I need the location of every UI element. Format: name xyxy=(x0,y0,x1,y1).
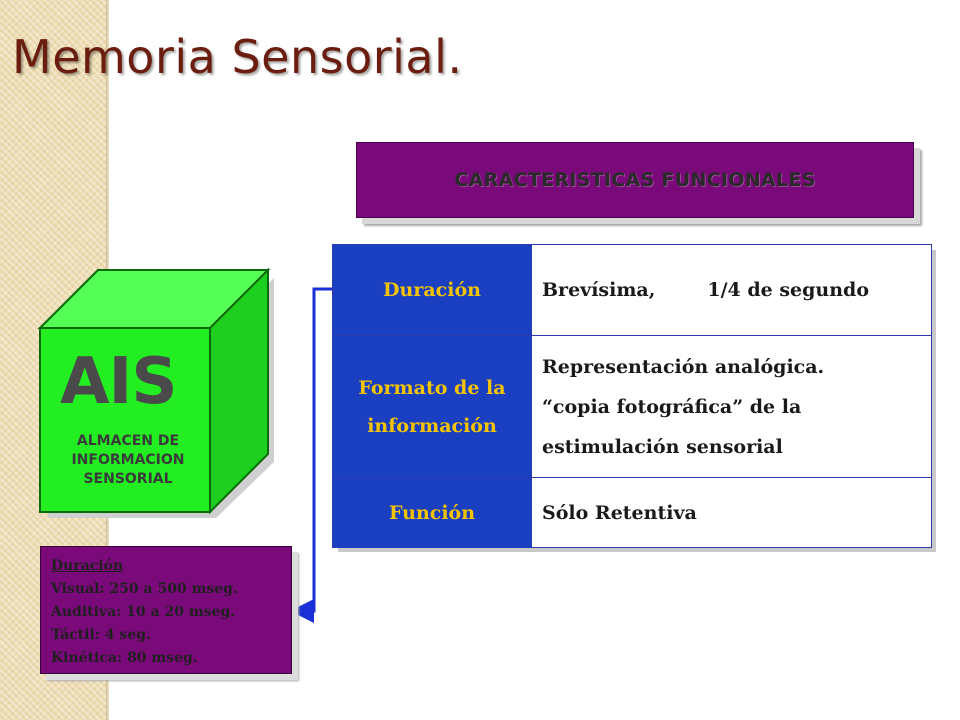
formato-label-line2: información xyxy=(367,415,497,437)
duration-tactil: Táctil: 4 seg. xyxy=(51,627,151,643)
duracion-value-part2: 1/4 de segundo xyxy=(707,279,870,301)
duration-kinetica: Kinética: 80 mseg. xyxy=(51,650,198,666)
characteristics-header: CARACTERISTICAS FUNCIONALES xyxy=(356,142,914,218)
ais-subtitle-line2: INFORMACION xyxy=(71,452,185,468)
row-label-duracion: Duración xyxy=(333,245,532,335)
formato-value-line3: estimulación sensorial xyxy=(542,436,783,458)
ais-acronym: AIS xyxy=(60,345,177,419)
row-label-formato: Formato de la información xyxy=(333,336,532,478)
ais-subtitle: ALMACEN DE INFORMACION SENSORIAL xyxy=(40,432,216,489)
cube-shape xyxy=(37,267,274,518)
characteristics-header-label: CARACTERISTICAS FUNCIONALES xyxy=(454,169,816,191)
duration-auditiva: Auditiva: 10 a 20 mseg. xyxy=(51,604,236,620)
cube-front-face: AIS ALMACEN DE INFORMACION SENSORIAL xyxy=(40,328,208,516)
row-value-formato: Representación analógica. “copia fotográ… xyxy=(532,336,931,478)
row-value-funcion: Sólo Retentiva xyxy=(542,502,697,524)
table-row: Duración Brevísima, 1/4 de segundo xyxy=(333,245,931,335)
formato-value-line2: “copia fotográfica” de la xyxy=(542,396,802,418)
table-row: Formato de la información Representación… xyxy=(333,335,931,478)
duracion-value-part1: Brevísima, xyxy=(542,279,656,301)
ais-subtitle-line1: ALMACEN DE xyxy=(76,433,180,449)
formato-value-line1: Representación analógica. xyxy=(542,356,825,378)
formato-label-line1: Formato de la xyxy=(358,377,506,399)
ais-subtitle-line3: SENSORIAL xyxy=(83,471,173,487)
slide-title: Memoria Sensorial. xyxy=(12,30,463,84)
characteristics-table: Duración Brevísima, 1/4 de segundo Forma… xyxy=(332,244,932,548)
row-value-duracion: Brevísima, 1/4 de segundo xyxy=(532,245,931,335)
ais-cube: AIS ALMACEN DE INFORMACION SENSORIAL xyxy=(36,266,276,518)
row-label-funcion: Función xyxy=(333,478,532,548)
duration-box-title: Duración xyxy=(51,558,124,574)
duration-visual: Visual: 250 a 500 mseg. xyxy=(51,581,238,597)
connector-line xyxy=(290,287,332,623)
table-row: Función Sólo Retentiva xyxy=(333,477,931,548)
duration-box: Duración Visual: 250 a 500 mseg. Auditiv… xyxy=(40,546,292,674)
